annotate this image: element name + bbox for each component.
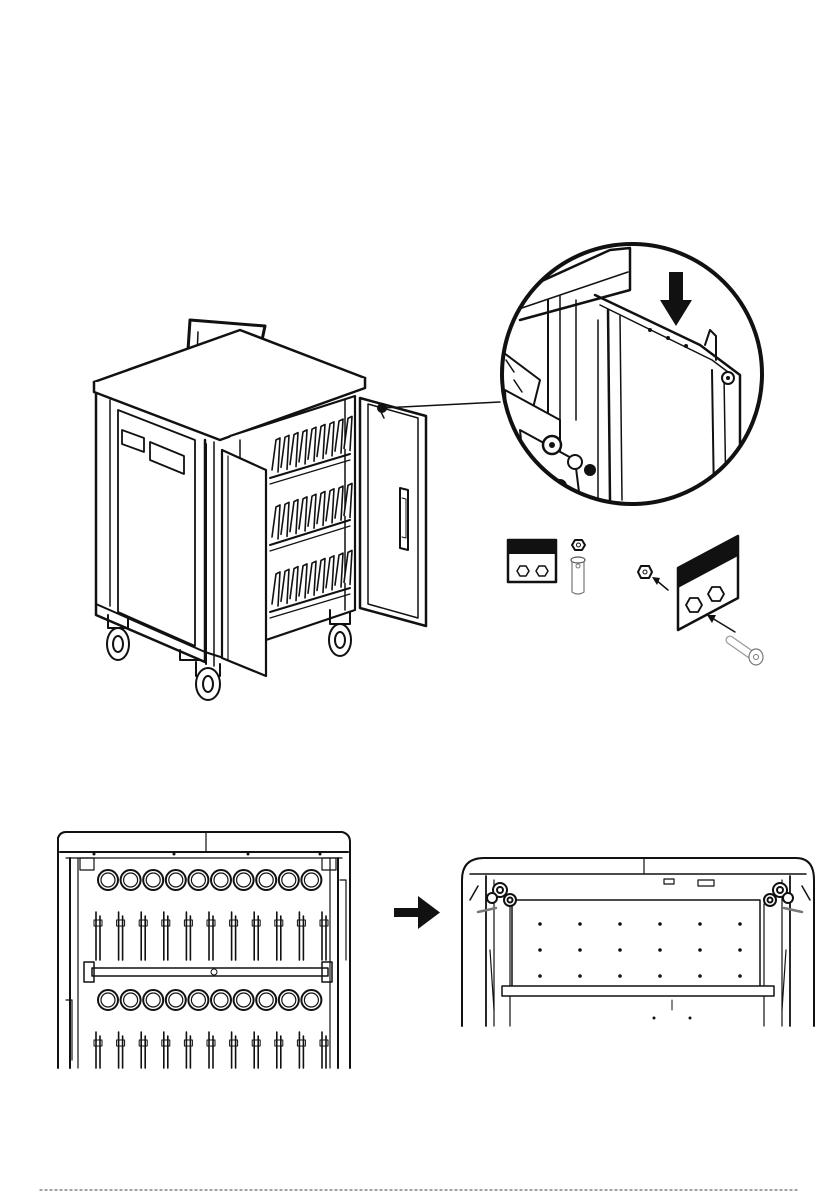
cable-hole-inner [214,993,228,1007]
right-arrow-icon [394,896,440,929]
mount-hole [538,922,542,926]
mount-hole [578,922,582,926]
cable-hole-inner [282,993,296,1007]
cable-hole-inner [304,873,318,887]
cable-hole-inner [124,993,138,1007]
cable-hole-inner [101,873,115,887]
cable-hole-inner [237,873,251,887]
bracket-plate-small [508,540,556,582]
cable-hole-inner [124,873,138,887]
mount-hole [738,974,742,978]
mount-hole [618,948,622,952]
mount-hole [538,974,542,978]
mount-hole [698,948,702,952]
mount-hole [618,922,622,926]
mount-hole [658,974,662,978]
cart-overview-illustration [94,320,426,700]
mount-hole [578,948,582,952]
cable-hole-inner [237,993,251,1007]
mount-hole [738,922,742,926]
cable-hole-inner [214,873,228,887]
flat-head-screw [571,557,585,594]
cable-hole-inner [169,873,183,887]
cable-hole-inner [191,993,205,1007]
hex-nut [572,540,585,550]
cable-hole-inner [146,873,160,887]
mount-hole [658,948,662,952]
cable-hole-inner [101,993,115,1007]
cart-interior-rear-view [58,832,350,1068]
detail-callout [500,244,762,504]
down-arrow-icon [660,272,692,326]
cable-hole-inner [169,993,183,1007]
mount-hole [618,974,622,978]
cable-hole-inner [259,873,273,887]
mount-hole [738,948,742,952]
cable-hole-inner [282,873,296,887]
mount-hole [698,974,702,978]
cable-hole-inner [191,873,205,887]
hex-nut [638,566,652,578]
mount-hole [698,922,702,926]
cable-hole-inner [304,993,318,1007]
flat-head-screw [730,640,763,665]
callout-leader-line [382,402,500,408]
cable-hole-inner [146,993,160,1007]
cable-hole-inner [259,993,273,1007]
mount-hole [658,922,662,926]
mount-hole [538,948,542,952]
device-slots [272,416,352,606]
cart-top-interior-after [462,858,814,1026]
mount-hole [578,974,582,978]
